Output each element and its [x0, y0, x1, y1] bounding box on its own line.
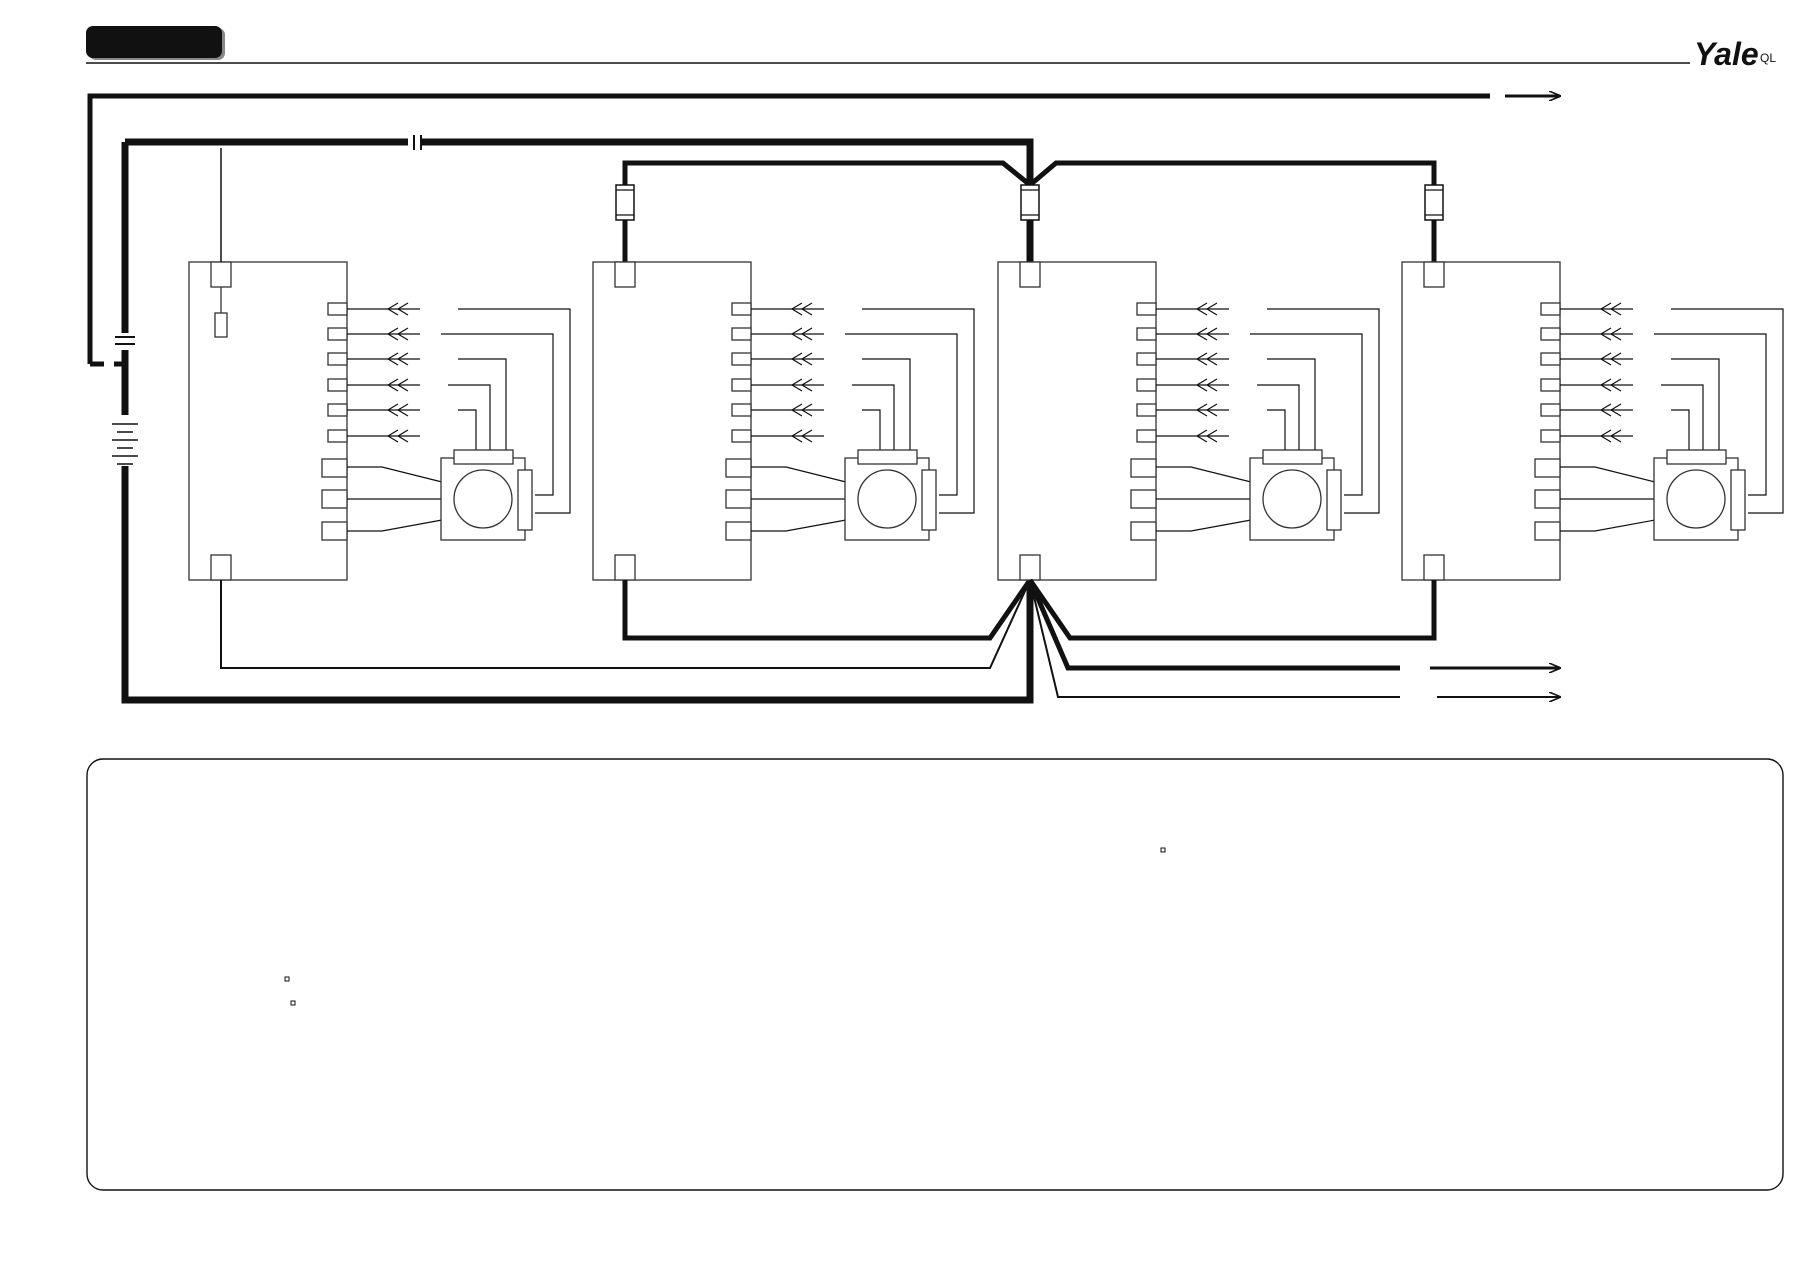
module-2	[592, 160, 1437, 641]
brand-logo: Yale	[1694, 36, 1759, 72]
notes-marker	[284, 976, 290, 982]
ground-return-lines	[1027, 579, 1560, 697]
module-3-actuator-motor	[1262, 469, 1322, 529]
module-1	[188, 148, 1031, 669]
brand-logo-mark: QL	[1760, 51, 1776, 65]
module-4-housing	[1401, 261, 1561, 581]
notes-panel	[86, 758, 1784, 1191]
header: Yale QL	[86, 26, 1776, 72]
section-tab-face	[86, 26, 222, 58]
module-1-top-terminal	[210, 261, 232, 288]
module-2-actuator-motor	[857, 469, 917, 529]
notes-marker	[1160, 847, 1166, 853]
module-4	[1027, 184, 1784, 641]
module-3	[997, 184, 1380, 581]
top-supply-line	[87, 96, 1560, 367]
module-4-supply-fuse	[1424, 184, 1444, 221]
module-2-supply-fuse	[615, 184, 635, 221]
notes-marker	[290, 1000, 296, 1006]
module-1-bottom-terminal	[210, 554, 232, 581]
module-3-housing	[997, 261, 1157, 581]
module-4-actuator-motor	[1666, 469, 1726, 529]
module-3-supply-fuse	[1020, 184, 1040, 221]
module-1-internal-fuse	[214, 312, 228, 338]
module-2-housing	[592, 261, 752, 581]
battery-symbol	[112, 135, 1034, 704]
module-1-actuator-motor	[453, 469, 513, 529]
